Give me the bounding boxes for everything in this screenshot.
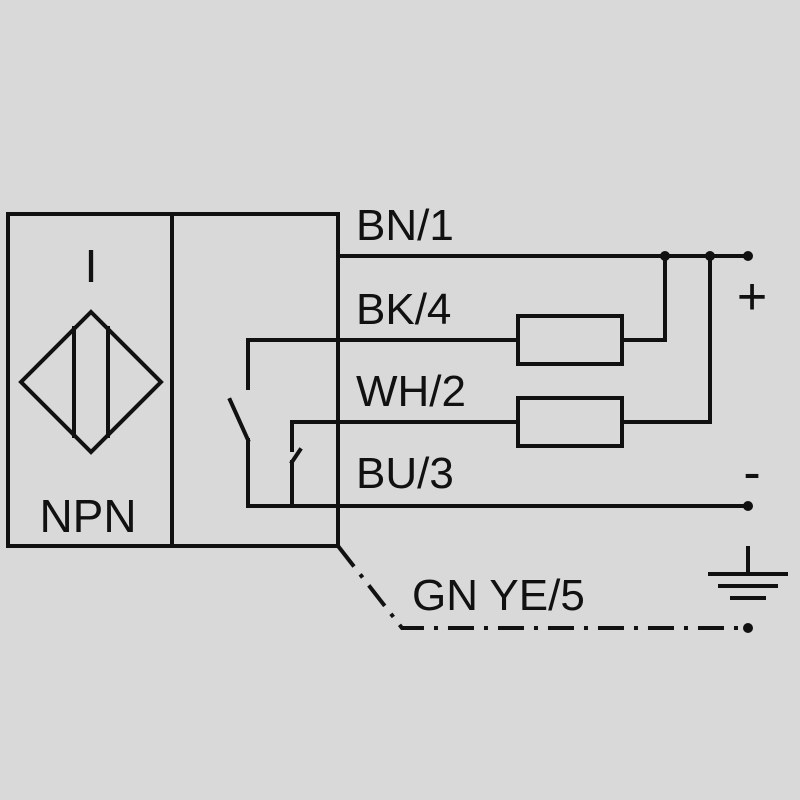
inductive-sensor-symbol-icon [18, 309, 164, 455]
wire-label-wh: WH/2 [356, 367, 466, 416]
wire-label-bu: BU/3 [356, 449, 454, 498]
ground-icon [708, 546, 788, 600]
terminal-plus-dot [743, 251, 753, 261]
sensor-type-symbol: I [85, 240, 98, 292]
terminal-earth-dot [743, 623, 753, 633]
wire-bn [336, 251, 753, 261]
terminal-plus-label: + [737, 268, 767, 326]
wire-bk [246, 254, 667, 390]
wire-label-bk: BK/4 [356, 285, 451, 334]
wire-label-bn: BN/1 [356, 201, 454, 250]
sensor-output-type: NPN [39, 490, 136, 542]
wire-wh [290, 254, 712, 452]
wire-gnye [336, 544, 753, 633]
resistor-icon [516, 314, 624, 366]
terminal-minus-dot [743, 501, 753, 511]
sensor-housing [6, 212, 340, 548]
wire-label-gnye: GN YE/5 [412, 571, 585, 620]
wire-bu [246, 501, 753, 511]
switch-contact-icon [227, 397, 303, 508]
terminal-minus-label: - [743, 444, 760, 502]
resistor-icon [516, 396, 624, 448]
